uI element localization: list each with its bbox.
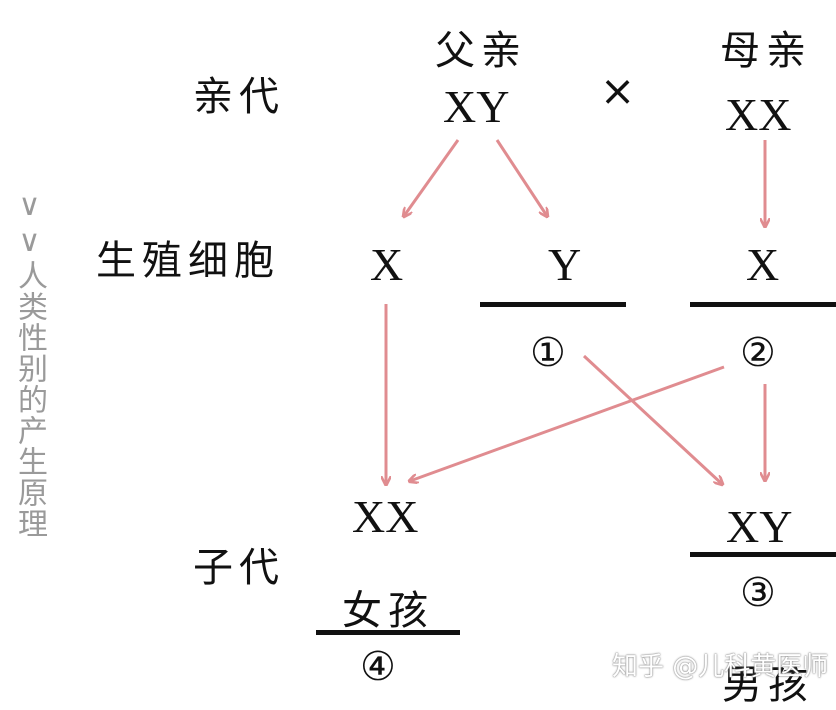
father-genotype: XY bbox=[443, 81, 510, 132]
girl-genotype: XX bbox=[352, 491, 419, 542]
row-label-offspring: 子代 bbox=[193, 545, 285, 591]
arrow-father-to-x bbox=[404, 139, 460, 216]
cross-symbol: × bbox=[600, 66, 636, 115]
girl-label: 女孩 bbox=[342, 588, 434, 634]
boy-genotype: XY bbox=[726, 501, 793, 552]
mother-genotype: XX bbox=[725, 89, 792, 140]
blank-number-2: ② bbox=[740, 330, 776, 376]
blank-line-2 bbox=[690, 302, 836, 307]
blank-line-1 bbox=[480, 302, 626, 307]
arrow-father-to-y bbox=[495, 139, 547, 216]
gamete-father-y: Y bbox=[548, 239, 582, 290]
boy-number: ③ bbox=[740, 570, 776, 616]
arrow-1-to-boy bbox=[582, 354, 722, 484]
watermark: 知乎 @儿科黄医师 bbox=[612, 652, 829, 682]
boy-blank-line bbox=[690, 552, 836, 557]
father-label: 父亲 bbox=[435, 28, 527, 74]
row-label-parent: 亲代 bbox=[193, 74, 285, 120]
row-label-gamete: 生殖细胞 bbox=[96, 238, 280, 284]
gamete-father-x: X bbox=[370, 239, 404, 290]
side-title: ∨∨人类性别的产生原理 bbox=[12, 188, 47, 539]
arrow-2-to-girl bbox=[410, 365, 725, 481]
gamete-mother-x: X bbox=[746, 239, 780, 290]
girl-blank-line bbox=[316, 630, 460, 635]
blank-number-1: ① bbox=[530, 330, 566, 376]
girl-number: ④ bbox=[360, 644, 396, 690]
mother-label: 母亲 bbox=[720, 28, 812, 74]
